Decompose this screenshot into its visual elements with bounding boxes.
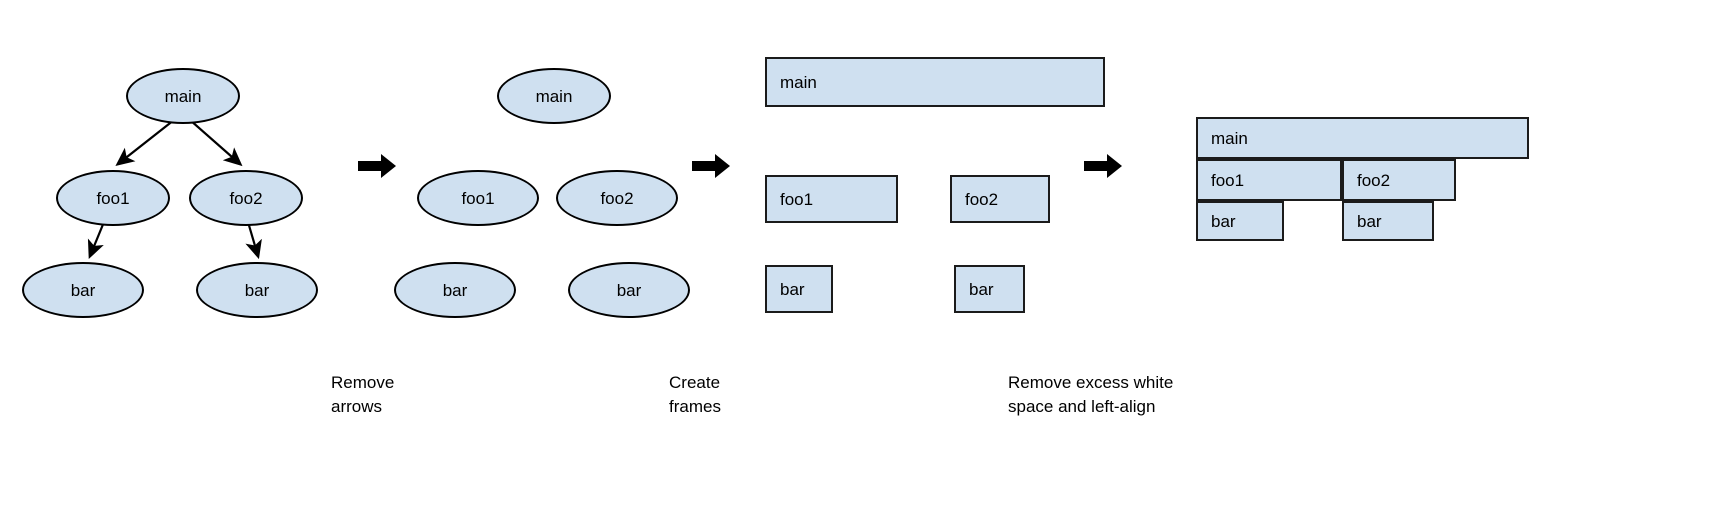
flame-frame-bar-right[interactable]: bar xyxy=(1342,201,1434,241)
caption-remove-arrows: Remove arrows xyxy=(331,373,395,417)
tree-node-foo2[interactable]: foo2 xyxy=(189,170,303,226)
edge-foo1-bar xyxy=(87,221,106,260)
caption-remove-whitespace: Remove excess white space and left-align xyxy=(1008,373,1174,417)
tree-node-bar-left[interactable]: bar xyxy=(22,262,144,318)
frame-main[interactable]: main xyxy=(765,57,1105,107)
noarrow-node-bar-left[interactable]: bar xyxy=(394,262,516,318)
step-arrow-remove-whitespace xyxy=(1083,153,1123,179)
step-arrow-create-frames xyxy=(691,153,731,179)
frame-foo2[interactable]: foo2 xyxy=(950,175,1050,223)
frame-bar-left[interactable]: bar xyxy=(765,265,833,313)
tree-node-main[interactable]: main xyxy=(126,68,240,124)
frame-bar-right[interactable]: bar xyxy=(954,265,1025,313)
frame-foo1[interactable]: foo1 xyxy=(765,175,898,223)
flame-frame-main[interactable]: main xyxy=(1196,117,1529,159)
noarrow-node-foo1[interactable]: foo1 xyxy=(417,170,539,226)
noarrow-node-main[interactable]: main xyxy=(497,68,611,124)
edge-main-foo2 xyxy=(189,119,243,167)
tree-node-bar-right[interactable]: bar xyxy=(196,262,318,318)
step-arrow-remove-arrows xyxy=(357,153,397,179)
edge-main-foo1 xyxy=(115,119,175,167)
edge-foo2-bar xyxy=(245,221,262,260)
flame-frame-foo2[interactable]: foo2 xyxy=(1342,159,1456,201)
flame-frame-foo1[interactable]: foo1 xyxy=(1196,159,1342,201)
tree-node-foo1[interactable]: foo1 xyxy=(56,170,170,226)
noarrow-node-bar-right[interactable]: bar xyxy=(568,262,690,318)
noarrow-node-foo2[interactable]: foo2 xyxy=(556,170,678,226)
caption-create-frames: Create frames xyxy=(669,373,721,417)
flame-frame-bar-left[interactable]: bar xyxy=(1196,201,1284,241)
